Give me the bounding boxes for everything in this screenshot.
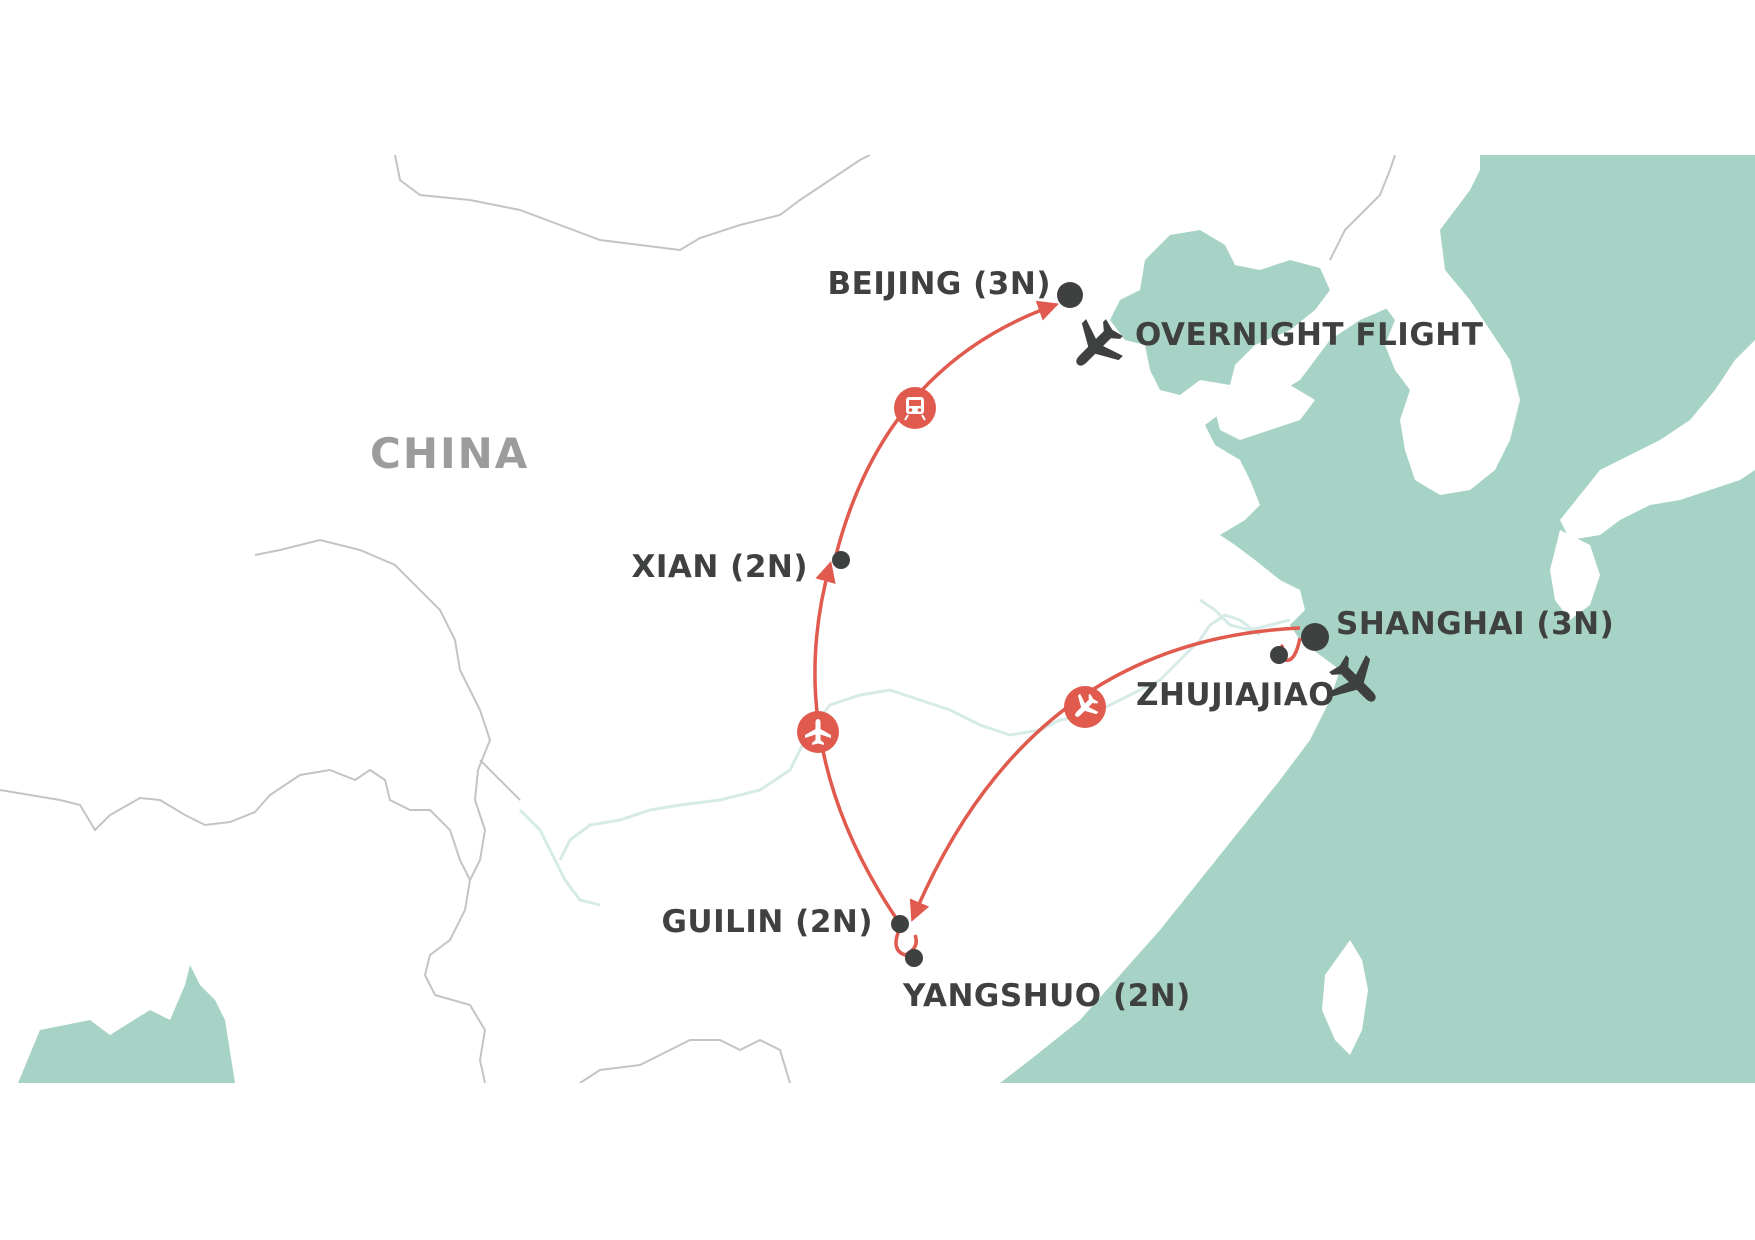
stop-label-beijing[interactable]: BEIJING (3N) <box>828 266 1051 302</box>
japan <box>1560 340 1755 540</box>
stop-label-zhujiajiao[interactable]: ZHUJIAJIAO <box>1136 677 1335 713</box>
sea-southwest <box>18 965 235 1083</box>
route-loop-yangshuo <box>894 927 918 957</box>
border-inner <box>479 759 521 801</box>
sea-bohai <box>1110 230 1330 395</box>
stop-label-yangshuo[interactable]: YANGSHUO (2N) <box>902 978 1191 1014</box>
marker-shanghai[interactable] <box>1301 623 1329 651</box>
japan-kyushu <box>1550 530 1600 620</box>
country-label: CHINA <box>370 429 529 478</box>
yellow-river <box>1199 598 1291 632</box>
airplane-icon <box>1076 319 1123 366</box>
stop-label-shanghai[interactable]: SHANGHAI (3N) <box>1336 606 1614 642</box>
yangtze-river <box>558 613 1261 861</box>
border-mongolia <box>394 155 871 252</box>
marker-beijing[interactable] <box>1057 282 1083 308</box>
river-upper <box>518 808 601 907</box>
train-icon <box>894 387 936 429</box>
korea <box>1380 155 1520 495</box>
stop-label-guilin[interactable]: GUILIN (2N) <box>661 904 873 940</box>
border-tibet <box>254 538 492 881</box>
taiwan <box>1322 940 1368 1055</box>
marker-zhujiajiao[interactable] <box>1270 646 1288 664</box>
airplane-icon <box>1064 686 1106 728</box>
shandong <box>1215 380 1315 440</box>
airplane-icon <box>1329 655 1376 702</box>
marker-xian[interactable] <box>832 551 850 569</box>
border-southwest <box>0 768 487 1083</box>
stop-label-xian[interactable]: XIAN (2N) <box>631 549 808 585</box>
marker-yangshuo[interactable] <box>905 949 923 967</box>
overnight-flight-label: OVERNIGHT FLIGHT <box>1135 317 1483 353</box>
border-south <box>579 1038 791 1083</box>
airplane-icon <box>797 711 839 753</box>
marker-guilin[interactable] <box>891 915 909 933</box>
border-northeast <box>1329 155 1396 261</box>
sea-east <box>1000 155 1755 1083</box>
